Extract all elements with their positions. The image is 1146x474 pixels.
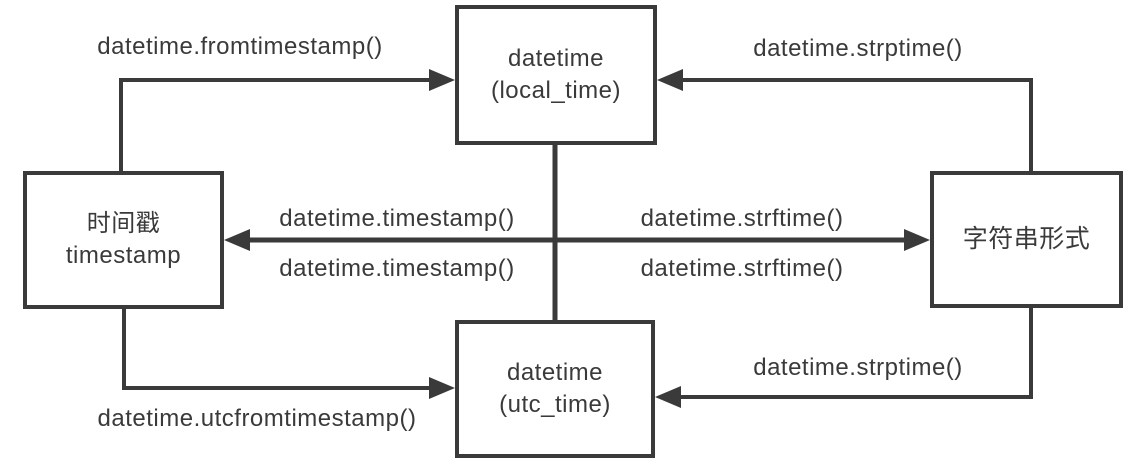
arrowhead-left-strptime-top-icon (657, 69, 683, 91)
arrowhead-left-timestamp-icon (224, 229, 250, 251)
edge-label-timestamp-lower: datetime.timestamp() (279, 255, 515, 282)
arrowhead-left-strptime-bottom-icon (655, 386, 681, 408)
edge-label-timestamp-upper: datetime.timestamp() (279, 205, 515, 232)
node-string-format: 字符串形式 (930, 171, 1123, 308)
node-datetime-local-line1: datetime (507, 44, 605, 72)
edge-label-fromtimestamp: datetime.fromtimestamp() (97, 33, 383, 60)
edge-label-strptime-top: datetime.strptime() (753, 35, 963, 62)
node-datetime-local-line2: (local_time) (490, 77, 622, 104)
arrowhead-right-strftime-icon (904, 229, 930, 251)
node-datetime-utc-line2: (utc_time) (499, 391, 611, 418)
edge-strptime-top-line (681, 78, 1033, 171)
node-timestamp-line2: timestamp (65, 242, 182, 269)
arrowhead-right-utcfromtimestamp-icon (429, 377, 455, 399)
edge-label-strftime-upper: datetime.strftime() (640, 205, 844, 232)
node-datetime-utc-line1: datetime (506, 358, 604, 386)
edge-strptime-bottom-line (679, 308, 1033, 399)
node-datetime-local: datetime (local_time) (455, 5, 657, 145)
edge-fromtimestamp-line (119, 78, 431, 171)
node-timestamp-line1: 时间戳 (86, 209, 161, 237)
node-string-format-line1: 字符串形式 (962, 224, 1091, 253)
edge-label-strftime-lower: datetime.strftime() (640, 255, 844, 282)
edge-utcfromtimestamp-line (122, 309, 431, 390)
node-datetime-utc: datetime (utc_time) (455, 320, 655, 458)
arrowhead-right-fromtimestamp-icon (429, 69, 455, 91)
edge-label-utcfromtimestamp: datetime.utcfromtimestamp() (97, 405, 417, 432)
edge-label-strptime-bottom: datetime.strptime() (753, 354, 963, 381)
node-timestamp: 时间戳 timestamp (23, 171, 224, 309)
